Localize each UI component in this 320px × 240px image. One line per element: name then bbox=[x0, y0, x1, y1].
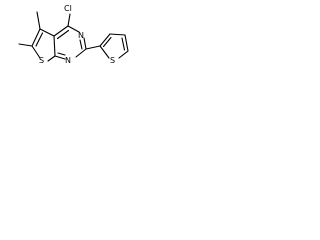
bond-s-c7a bbox=[47, 55, 56, 62]
bond-th-s-c2 bbox=[99, 45, 110, 59]
bond-c2-n1 bbox=[75, 48, 87, 58]
bond-n3-c2 bbox=[83, 37, 87, 50]
bond-c7a-c3a bbox=[53, 35, 56, 57]
bond-c3a-c3 bbox=[39, 28, 55, 37]
bond-c3-c4-inner bbox=[35, 32, 44, 47]
bond-c4p-cl bbox=[67, 13, 71, 27]
bond-th-c2-c3 bbox=[99, 33, 111, 47]
bond-th-c5-s bbox=[118, 50, 129, 59]
bond-layer bbox=[18, 11, 129, 62]
atom-label-layer: Cl N N S S bbox=[39, 4, 115, 65]
bond-th-c3-c4 bbox=[109, 33, 126, 36]
bond-c3-c4 bbox=[31, 28, 41, 47]
thiophene-sulfur-label: S bbox=[110, 56, 115, 65]
bond-c3a-c4p-inner bbox=[56, 29, 70, 40]
pyrimidine-nitrogen-bottom-label: N bbox=[65, 56, 71, 65]
bond-n1-c7a bbox=[54, 55, 66, 60]
bond-c4p-n3 bbox=[67, 25, 80, 33]
chlorine-label: Cl bbox=[64, 4, 72, 13]
molecule-structure: Cl N N S S bbox=[18, 4, 129, 65]
bond-methyl-lower bbox=[18, 43, 33, 47]
bond-c4-s bbox=[31, 45, 41, 59]
thieno-sulfur-label: S bbox=[39, 56, 44, 65]
bond-th-c4-c5 bbox=[124, 34, 129, 52]
bond-th-c4-c5-inner bbox=[121, 37, 126, 51]
bond-th-c2-c3-inner bbox=[102, 36, 112, 48]
bond-n1-c7a-inner bbox=[57, 52, 66, 56]
bond-c2-thienyl bbox=[85, 45, 101, 50]
bond-c3a-c4p bbox=[53, 25, 69, 37]
bond-methyl-upper bbox=[36, 11, 41, 30]
bond-n3-c2-inner bbox=[79, 39, 83, 50]
pyrimidine-nitrogen-top-label: N bbox=[78, 31, 84, 40]
